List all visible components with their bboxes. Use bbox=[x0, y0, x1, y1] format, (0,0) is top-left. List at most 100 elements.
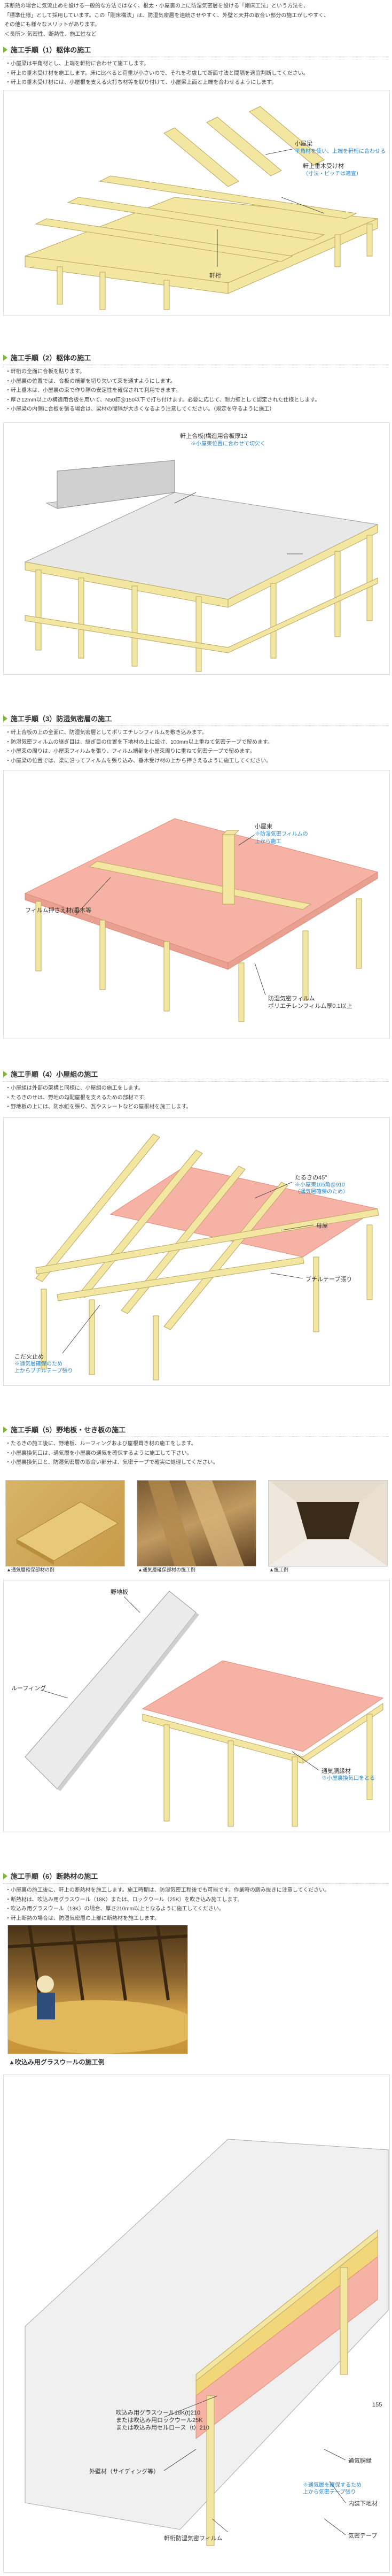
section-bullets-3: ・軒上合板の上の全面に、防湿気密層としてポリエチレンフィルムを敷き込みます。 ・… bbox=[5, 729, 386, 766]
intro-line: ＜長所＞ 気密性、断熱性、施工性など bbox=[4, 31, 97, 37]
plywood-illustration-2: 軒上合板(構造用合板厚12 ※小屋束位置に合わせて切欠く bbox=[24, 432, 379, 672]
section-title-text: 施工手順（4）小屋組の施工 bbox=[11, 1070, 98, 1078]
label-koya-note: 平角材を使い、上端を軒桁に合わせる bbox=[295, 148, 386, 155]
label-gap2: 上から気密テープ張り bbox=[303, 2488, 356, 2495]
bullet: ・厚さ12mm以上の構造用合板を用いて、N50釘@150以下で打ち付けます。必要… bbox=[5, 397, 320, 403]
label-gap: ※通気層を確保するため bbox=[303, 2481, 362, 2488]
bullet: ・たるきの施工後に、野地板、ルーフィングおよび屋根葺き材の施工をします。 bbox=[5, 1441, 197, 1447]
label-taruki-note2: （通気層確保のため） bbox=[295, 1188, 348, 1195]
label-ventoki: 通気胴縁材 bbox=[322, 1767, 351, 1775]
intro-line: 「標準仕様」として採用しています。この「剛床構法」は、防湿気密層を連続させやすく… bbox=[4, 12, 330, 19]
label-inner: 内装下地材 bbox=[348, 2500, 378, 2507]
section-bullets-5: ・たるきの施工後に、野地板、ルーフィングおよび屋根葺き材の施工をします。 ・小屋… bbox=[5, 1440, 386, 1468]
photo-example bbox=[268, 1480, 388, 1567]
photo-caption-gw: ▲吹込み用グラスウールの施工例 bbox=[9, 2057, 105, 2068]
label-d155: 155 bbox=[372, 2402, 382, 2408]
label-gw2: または吹込み用ロックウール25K bbox=[116, 2417, 203, 2424]
label-kaisho-note2: 上からブチルテープ張り bbox=[14, 1367, 73, 1374]
section-bullets-2: ・軒桁の全面に合板を貼ります。 ・小屋裏の位置では、合板の端部を切り欠いて束を通… bbox=[5, 368, 386, 415]
bullet: ・軒上断熱の場合は、防湿気密層の上部に断熱材を施工します。 bbox=[5, 1915, 160, 1922]
label-vent-note: ※小屋裏換気口をとる bbox=[322, 1775, 375, 1781]
caption-text: ▲通気層確保部材の例 bbox=[6, 1567, 54, 1572]
figure-insulation-6: 吹込み用グラスウール18K(t)210 または吹込み用ロックウール25K または… bbox=[3, 2074, 390, 2573]
blown-gw-image bbox=[8, 1925, 187, 2054]
caption-text: ▲吹込み用グラスウールの施工例 bbox=[9, 2058, 105, 2066]
vent-board-image bbox=[16, 1501, 119, 1565]
bullet: ・たるきのせは、野地の勾配屋根を支えるための部材です。 bbox=[5, 1094, 149, 1101]
section-title-6: 施工手順（6）断熱材の施工 bbox=[3, 1871, 389, 1884]
label-keta: 軒桁 bbox=[209, 272, 221, 279]
example-image bbox=[269, 1480, 387, 1566]
label-taruki: たるきの45° bbox=[295, 1174, 327, 1181]
photo-vent-install bbox=[137, 1480, 256, 1567]
bullet: ・野地板の上には、防水紙を張り、瓦やスレートなどの屋根材を施工します。 bbox=[5, 1104, 192, 1110]
label-tsuka-note: ※防湿気密フィルムの bbox=[255, 830, 308, 837]
section-title-2: 施工手順（2）躯体の施工 bbox=[3, 353, 389, 365]
intro-text: 床断熱の場合に気流止めを設ける一般的な方法ではなく、根太・小屋裏の上に防湿気密層… bbox=[4, 2, 388, 40]
section-title-text: 施工手順（2）躯体の施工 bbox=[11, 354, 91, 362]
triangle-bullet-icon bbox=[3, 47, 7, 53]
label-plywood: 軒上合板(構造用合板厚12 bbox=[180, 432, 247, 439]
label-moya: 母屋 bbox=[316, 1222, 328, 1229]
triangle-bullet-icon bbox=[3, 1426, 7, 1433]
label-tsuka: 小屋束 bbox=[255, 823, 272, 830]
bullet: ・断熱材は、吹込み用グラスウール（18K）または、ロックウール（25K）を吹き込… bbox=[5, 1896, 243, 1903]
photo-vent-material bbox=[5, 1480, 125, 1567]
bullet: ・吹込み用グラスウール（18K）の場合、厚さ210mm以上となるように施工してく… bbox=[5, 1906, 225, 1912]
section-title-1: 施工手順（1）躯体の施工 bbox=[3, 45, 389, 57]
bullet: ・防湿気密フィルムの継ぎ目は、継ぎ目の位置を下地材の上に設け、100mm以上重ね… bbox=[5, 739, 273, 745]
label-tape: ブチルテープ張り bbox=[305, 1275, 352, 1283]
bullet: ・小屋裏の位置では、合板の端部を切り欠いて束を通すようにします。 bbox=[5, 378, 176, 384]
bullet: ・軒上合板の上の全面に、防湿気密層としてポリエチレンフィルムを敷き込みます。 bbox=[5, 730, 207, 736]
label-film-note: ポリエチレンフィルム厚0.1以上 bbox=[268, 1002, 352, 1009]
triangle-bullet-icon bbox=[3, 354, 7, 361]
section-bullets-1: ・小屋梁は平角材とし、上端を軒桁に合わせて施工します。 ・軒上の垂木受け材を施工… bbox=[5, 60, 386, 88]
label-wall: 外壁材（サイディング等） bbox=[89, 2467, 159, 2475]
label-vent: 通気胴縁 bbox=[348, 2457, 372, 2464]
vapor-illustration-3: フィルム押さえ材(垂木等 小屋束 ※防湿気密フィルムの 上から施工 防湿気密フィ… bbox=[24, 818, 379, 1022]
triangle-bullet-icon bbox=[3, 1071, 7, 1077]
bullet: ・小屋梁は平角材とし、上端を軒桁に合わせて施工します。 bbox=[5, 61, 149, 67]
vent-install-image bbox=[148, 1480, 244, 1566]
caption-text: ▲通気層確保部材の施工例 bbox=[138, 1567, 195, 1572]
bullet: ・軒桁の全面に合板を貼ります。 bbox=[5, 369, 85, 375]
label-gw: 吹込み用グラスウール18K(t)210 bbox=[116, 2409, 200, 2416]
bullet: ・小屋組は外部の架構と同様に、小屋組の施工をします。 bbox=[5, 1085, 144, 1091]
photo-blown-gw bbox=[7, 1925, 188, 2054]
roof-illustration-4: たるきの45° ※小屋束105角@910 （通気層確保のため） 母屋 ブチルテー… bbox=[14, 1133, 379, 1380]
section-title-text: 施工手順（3）防湿気密層の施工 bbox=[11, 715, 112, 723]
triangle-bullet-icon bbox=[3, 715, 7, 722]
section-bullets-6: ・小屋裏の施工後に、軒上の断熱材を施工します。施工時期は、防湿気密工程後でも可能… bbox=[5, 1886, 386, 1924]
label-kaisho-note: ※通気層確保のため bbox=[14, 1360, 62, 1367]
label-plywood-note: ※小屋束位置に合わせて切欠く bbox=[191, 440, 265, 447]
intro-line: 床断熱の場合に気流止めを設ける一般的な方法ではなく、根太・小屋裏の上に防湿気密層… bbox=[4, 3, 309, 9]
frame-illustration-1: 小屋梁 平角材を使い、上端を軒桁に合わせる 軒上垂木受け材 （寸法・ピッチは適宜… bbox=[25, 106, 386, 310]
intro-line: その他にも様々なメリットがあります。 bbox=[4, 22, 100, 28]
insulation-illustration-6: 吹込み用グラスウール18K(t)210 または吹込み用ロックウール25K または… bbox=[25, 2139, 389, 2546]
bullet: ・小屋裏換気口と、防湿気密層の取合い部分は、気密テープで確実に処理してください。 bbox=[5, 1460, 218, 1466]
label-noki: 軒上垂木受け材 bbox=[303, 162, 344, 169]
label-tsuka-note2: 上から施工 bbox=[255, 838, 281, 845]
photo-caption-1: ▲通気層確保部材の例 bbox=[6, 1567, 54, 1574]
section-title-text: 施工手順（5）野地板・せき板の施工 bbox=[11, 1426, 126, 1434]
figure-plywood-2: 軒上合板(構造用合板厚12 ※小屋束位置に合わせて切欠く bbox=[3, 422, 390, 675]
caption-text: ▲施工例 bbox=[269, 1567, 288, 1572]
figure-roof-4: たるきの45° ※小屋束105角@910 （通気層確保のため） 母屋 ブチルテー… bbox=[3, 1117, 390, 1386]
triangle-bullet-icon bbox=[3, 1873, 7, 1879]
bullet: ・軒上の垂木受け材を施工します。床に比べると荷重が小さいので、それを考慮して断面… bbox=[5, 70, 309, 76]
label-fill: 軒桁防湿気密フィルム bbox=[164, 2534, 223, 2542]
bullet: ・軒上垂木は、小屋裏の束で作り際の安定性を確保されて利用できます。 bbox=[5, 388, 181, 394]
section-bullets-4: ・小屋組は外部の架構と同様に、小屋組の施工をします。 ・たるきのせは、野地の勾配… bbox=[5, 1084, 386, 1113]
photo-caption-2: ▲通気層確保部材の施工例 bbox=[138, 1567, 195, 1574]
figure-frame-1: 小屋梁 平角材を使い、上端を軒桁に合わせる 軒上垂木受け材 （寸法・ピッチは適宜… bbox=[3, 90, 390, 315]
label-film: 防湿気密フィルム bbox=[268, 994, 315, 1002]
photo-caption-3: ▲施工例 bbox=[269, 1567, 288, 1574]
figure-vapor-3: フィルム押さえ材(垂木等 小屋束 ※防湿気密フィルムの 上から施工 防湿気密フィ… bbox=[3, 770, 390, 1038]
bullet: ・小屋梁の位置では、梁に沿ってフィルムを張り込み、垂木受け材の上から押さえるよう… bbox=[5, 758, 272, 764]
label-press: フィルム押さえ材(垂木等 bbox=[25, 906, 91, 914]
section-title-5: 施工手順（5）野地板・せき板の施工 bbox=[3, 1425, 389, 1437]
label-gw3: または吹込み用セルロース（t）210 bbox=[116, 2424, 209, 2431]
bullet: ・軒上の垂木受け材には、小屋根を支える火打ち材等を取り付けて、小屋梁上面と上端を… bbox=[5, 80, 277, 86]
label-koya: 小屋梁 bbox=[295, 140, 312, 147]
